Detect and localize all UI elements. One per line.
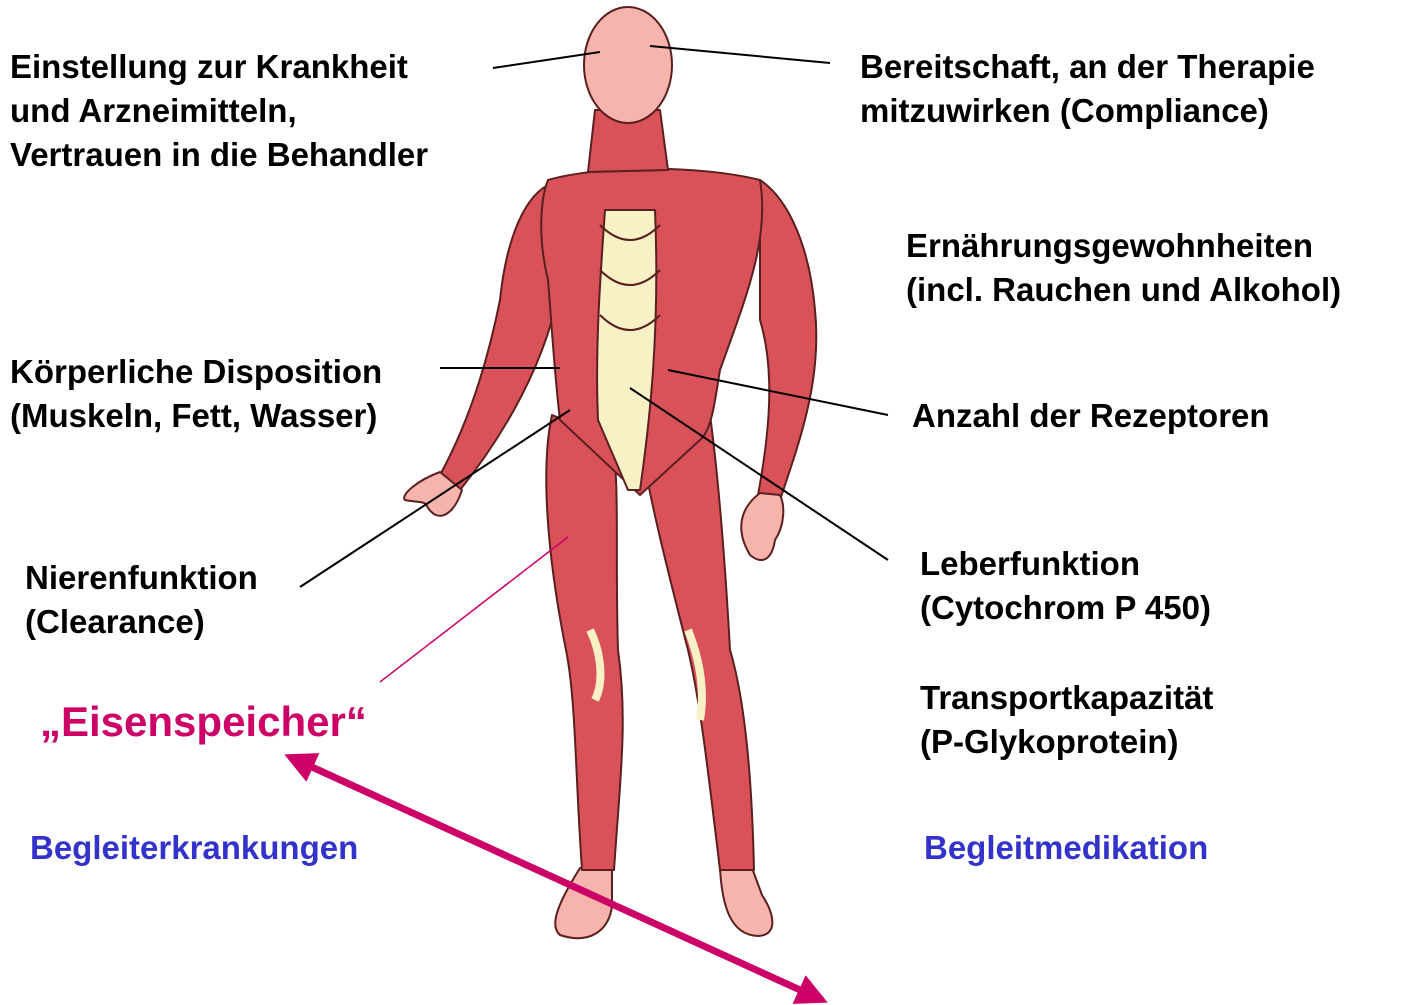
label-disposition: Körperliche Disposition (Muskeln, Fett, …: [10, 350, 382, 438]
label-nutrition-line-1: Ernährungsgewohnheiten: [906, 224, 1341, 268]
label-kidney: Nierenfunktion (Clearance): [25, 556, 258, 644]
left-leg: [546, 415, 622, 870]
label-comedication-text: Begleitmedikation: [924, 826, 1208, 870]
label-disposition-line-1: Körperliche Disposition: [10, 350, 382, 394]
label-comorbidities: Begleiterkrankungen: [30, 826, 358, 870]
label-compliance-line-2: mitzuwirken (Compliance): [860, 89, 1315, 133]
connector-compliance: [650, 46, 830, 63]
right-arm: [758, 180, 816, 500]
left-arm: [440, 185, 552, 490]
connector-iron: [380, 537, 568, 682]
label-iron-storage-text: „Eisenspeicher“: [40, 697, 367, 747]
label-comedication: Begleitmedikation: [924, 826, 1208, 870]
label-liver-line-1: Leberfunktion: [920, 542, 1211, 586]
head: [584, 7, 672, 123]
label-attitude: Einstellung zur Krankheit und Arzneimitt…: [10, 45, 428, 177]
label-transport: Transportkapazität (P-Glykoprotein): [920, 676, 1213, 764]
label-transport-line-2: (P-Glykoprotein): [920, 720, 1213, 764]
label-nutrition: Ernährungsgewohnheiten (incl. Rauchen un…: [906, 224, 1341, 312]
label-iron-storage: „Eisenspeicher“: [40, 697, 367, 747]
label-transport-line-1: Transportkapazität: [920, 676, 1213, 720]
label-compliance: Bereitschaft, an der Therapie mitzuwirke…: [860, 45, 1315, 133]
label-receptors: Anzahl der Rezeptoren: [912, 394, 1270, 438]
label-receptors-text: Anzahl der Rezeptoren: [912, 394, 1270, 438]
label-attitude-line-2: und Arzneimitteln,: [10, 89, 428, 133]
label-comorbidities-text: Begleiterkrankungen: [30, 826, 358, 870]
label-kidney-line-2: (Clearance): [25, 600, 258, 644]
right-foot: [720, 868, 772, 936]
label-disposition-line-2: (Muskeln, Fett, Wasser): [10, 394, 382, 438]
label-attitude-line-1: Einstellung zur Krankheit: [10, 45, 428, 89]
label-nutrition-line-2: (incl. Rauchen und Alkohol): [906, 268, 1341, 312]
label-attitude-line-3: Vertrauen in die Behandler: [10, 133, 428, 177]
label-kidney-line-1: Nierenfunktion: [25, 556, 258, 600]
right-hand: [741, 493, 783, 560]
label-compliance-line-1: Bereitschaft, an der Therapie: [860, 45, 1315, 89]
muscle-figure-illustration: [404, 7, 816, 938]
label-liver-line-2: (Cytochrom P 450): [920, 586, 1211, 630]
label-liver: Leberfunktion (Cytochrom P 450): [920, 542, 1211, 630]
